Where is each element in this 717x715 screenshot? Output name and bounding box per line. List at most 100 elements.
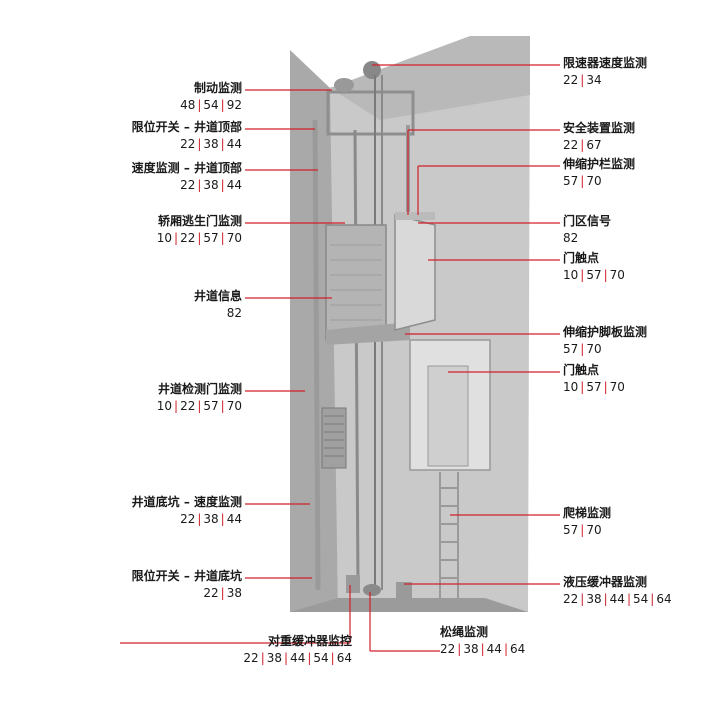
code-separator: | [197, 512, 202, 526]
callout-left-7: 限位开关 – 井道底坑 22|38 [62, 568, 242, 602]
callout-title: 门触点 [563, 251, 600, 265]
code-number: 64 [509, 642, 526, 656]
callout-codes: 57|70 [563, 341, 717, 358]
code-number: 44 [609, 592, 625, 606]
code-number: 10 [563, 268, 579, 282]
code-number: 22 [563, 592, 579, 606]
code-number: 48 [180, 98, 196, 112]
callout-codes: 22|38|44 [62, 511, 242, 528]
code-separator: | [626, 592, 631, 606]
code-number: 38 [203, 178, 219, 192]
car-body [394, 214, 436, 331]
callout-title: 安全装置监测 [563, 121, 636, 135]
code-number: 38 [226, 586, 242, 600]
code-number: 22 [563, 73, 579, 87]
callout-codes: 10|57|70 [563, 379, 717, 396]
code-number: 10 [156, 399, 173, 413]
code-separator: | [174, 231, 179, 245]
code-separator: | [197, 399, 202, 413]
code-number: 38 [463, 642, 479, 656]
counterweight-buffer [346, 575, 360, 593]
guide-rail-mid [353, 129, 360, 586]
guide-rail-left [312, 119, 321, 591]
callout-codes: 22|34 [563, 72, 717, 89]
code-number: 64 [336, 651, 352, 665]
callout-codes: 10|22|57|70 [62, 398, 242, 415]
code-separator: | [197, 231, 202, 245]
code-number: 38 [203, 512, 219, 526]
code-separator: | [284, 651, 289, 665]
code-separator: | [220, 178, 225, 192]
code-number: 22 [243, 651, 259, 665]
inspection-door [321, 407, 347, 469]
code-separator: | [503, 642, 508, 656]
callout-codes: 57|70 [563, 522, 717, 539]
code-separator: | [197, 98, 202, 112]
code-number: 44 [486, 642, 502, 656]
code-number: 44 [226, 137, 242, 151]
callout-codes: 22|38 [62, 585, 242, 602]
code-number: 70 [226, 231, 242, 245]
car-top-rail [395, 212, 435, 220]
code-number: 57 [586, 380, 602, 394]
callout-codes: 48|54|92 [62, 97, 242, 114]
code-number: 54 [203, 98, 219, 112]
governor-sheave [363, 61, 381, 79]
code-number: 70 [586, 523, 602, 537]
code-separator: | [580, 138, 585, 152]
callout-title: 限位开关 – 井道底坑 [131, 569, 242, 583]
code-number: 70 [586, 342, 602, 356]
code-number: 38 [586, 592, 602, 606]
code-number: 70 [609, 268, 625, 282]
code-number: 67 [586, 138, 602, 152]
code-separator: | [603, 592, 608, 606]
callout-title: 井道底坑 – 速度监测 [131, 495, 242, 509]
code-number: 44 [226, 512, 242, 526]
code-number: 22 [440, 642, 456, 656]
tension-pulley [363, 584, 381, 596]
callout-codes: 22|38|44 [62, 177, 242, 194]
code-separator: | [174, 399, 179, 413]
callout-title: 制动监测 [193, 81, 242, 95]
code-number: 22 [563, 138, 579, 152]
code-separator: | [580, 73, 585, 87]
leader-lines [120, 64, 560, 652]
callout-title: 对重缓冲器监控 [267, 634, 352, 648]
code-separator: | [603, 268, 608, 282]
code-separator: | [220, 399, 225, 413]
code-number: 57 [563, 523, 579, 537]
code-number: 57 [203, 399, 219, 413]
code-separator: | [307, 651, 312, 665]
code-number: 57 [203, 231, 219, 245]
code-number: 57 [586, 268, 602, 282]
callout-left-2: 速度监测 – 井道顶部 22|38|44 [62, 160, 242, 194]
code-number: 22 [180, 137, 196, 151]
callout-title: 速度监测 – 井道顶部 [131, 161, 242, 175]
code-number: 22 [203, 586, 219, 600]
code-number: 38 [203, 137, 219, 151]
counterweight [325, 224, 387, 341]
code-number: 92 [226, 98, 242, 112]
code-separator: | [580, 174, 585, 188]
callout-codes: 22|38|44|54|64 [563, 591, 717, 608]
callout-title: 门区信号 [563, 214, 612, 228]
callout-codes: 82 [563, 230, 717, 247]
code-separator: | [580, 268, 585, 282]
callout-codes: 22|38|44|54|64 [172, 650, 352, 667]
code-number: 82 [563, 231, 579, 245]
callout-codes: 22|38|44|64 [440, 641, 620, 658]
code-number: 70 [226, 399, 242, 413]
callout-right-1: 安全装置监测 22|67 [563, 120, 717, 154]
code-number: 64 [656, 592, 672, 606]
hydraulic-buffer [396, 582, 412, 598]
